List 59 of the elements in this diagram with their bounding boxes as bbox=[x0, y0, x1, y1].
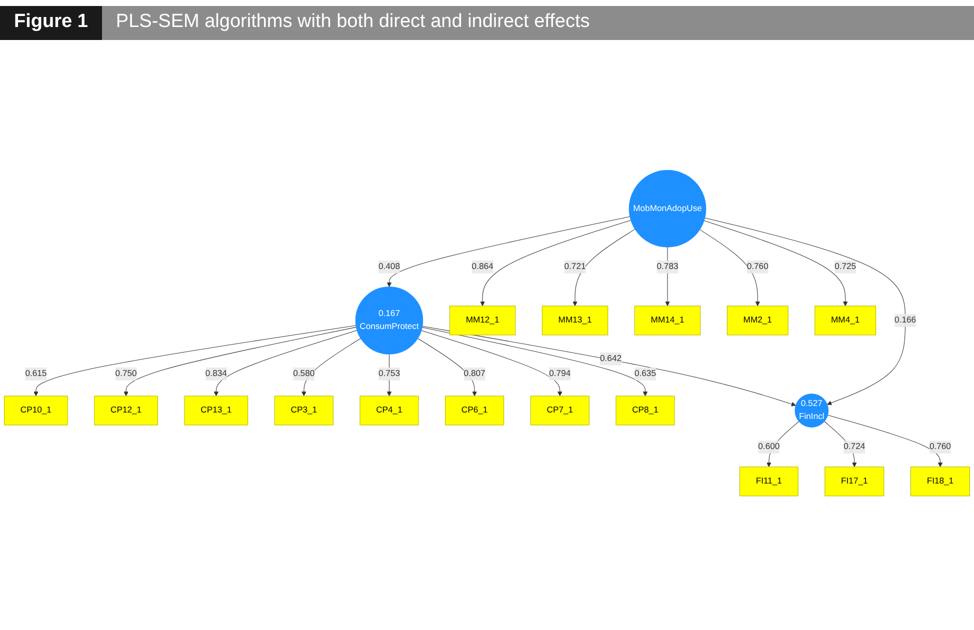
node-box: MM12_1 bbox=[449, 306, 516, 336]
arrow bbox=[824, 420, 857, 468]
edge-label: 0.721 bbox=[564, 262, 586, 272]
edge-label: 0.724 bbox=[844, 442, 866, 452]
arrow bbox=[386, 216, 630, 287]
edge-label: 0.580 bbox=[293, 369, 315, 378]
node-circle: MobMonAdopUse bbox=[628, 170, 706, 248]
node-box: MM13_1 bbox=[542, 306, 608, 336]
edge-label: 0.600 bbox=[758, 442, 780, 452]
node-box: CP7_1 bbox=[530, 396, 590, 426]
arrow bbox=[124, 326, 357, 396]
node-box: MM2_1 bbox=[726, 306, 788, 336]
node-box: FI11_1 bbox=[739, 466, 798, 496]
node-box: CP6_1 bbox=[445, 396, 504, 426]
node-box: FI17_1 bbox=[824, 466, 884, 496]
node-box: CP10_1 bbox=[4, 396, 68, 426]
arrow bbox=[827, 414, 943, 468]
edge-label: 0.615 bbox=[25, 369, 47, 378]
edge-label: 0.783 bbox=[656, 262, 678, 272]
arrow bbox=[34, 325, 356, 396]
arrow bbox=[766, 420, 800, 468]
edge-label: 0.794 bbox=[549, 369, 571, 378]
figure-title: PLS-SEM algorithms with both direct and indirect effects bbox=[114, 10, 591, 34]
arrow bbox=[700, 229, 760, 306]
node-box: CP8_1 bbox=[616, 396, 675, 426]
node-box: MM14_1 bbox=[634, 306, 701, 336]
edge-label: 0.642 bbox=[600, 354, 622, 364]
arrow bbox=[704, 217, 906, 405]
edge-label: 0.864 bbox=[472, 262, 494, 272]
edge-label: 0.166 bbox=[894, 316, 916, 325]
edge-label: 0.725 bbox=[834, 262, 856, 272]
arrow bbox=[421, 330, 562, 396]
node-box: MM4_1 bbox=[814, 306, 876, 336]
arrow bbox=[417, 338, 477, 396]
node-circle: 0.167 ConsumProtect bbox=[355, 286, 424, 354]
node-circle: 0.527 FinIncl bbox=[794, 393, 829, 428]
edge-label: 0.635 bbox=[634, 369, 656, 378]
node-box: FI18_1 bbox=[910, 466, 970, 496]
arrow bbox=[572, 228, 636, 306]
arrow bbox=[214, 330, 358, 396]
edge-label: 0.807 bbox=[464, 369, 486, 378]
arrow bbox=[422, 326, 796, 406]
edge-label: 0.760 bbox=[746, 262, 768, 272]
arrow bbox=[704, 220, 848, 306]
edge-label: 0.834 bbox=[205, 369, 227, 378]
node-box: CP3_1 bbox=[274, 396, 334, 426]
node-box: CP4_1 bbox=[360, 396, 419, 426]
edge-label: 0.753 bbox=[378, 369, 400, 378]
arrow bbox=[386, 354, 392, 396]
figure-number: Figure 1 bbox=[0, 6, 102, 40]
edge-label: 0.408 bbox=[378, 262, 400, 272]
arrow bbox=[302, 338, 361, 396]
arrow bbox=[422, 326, 648, 396]
node-box: CP13_1 bbox=[184, 396, 248, 426]
node-box: CP12_1 bbox=[94, 396, 158, 426]
edge-label: 0.750 bbox=[115, 369, 137, 378]
arrow bbox=[480, 220, 632, 306]
edge-label: 0.760 bbox=[929, 442, 951, 452]
arrow bbox=[665, 246, 670, 306]
